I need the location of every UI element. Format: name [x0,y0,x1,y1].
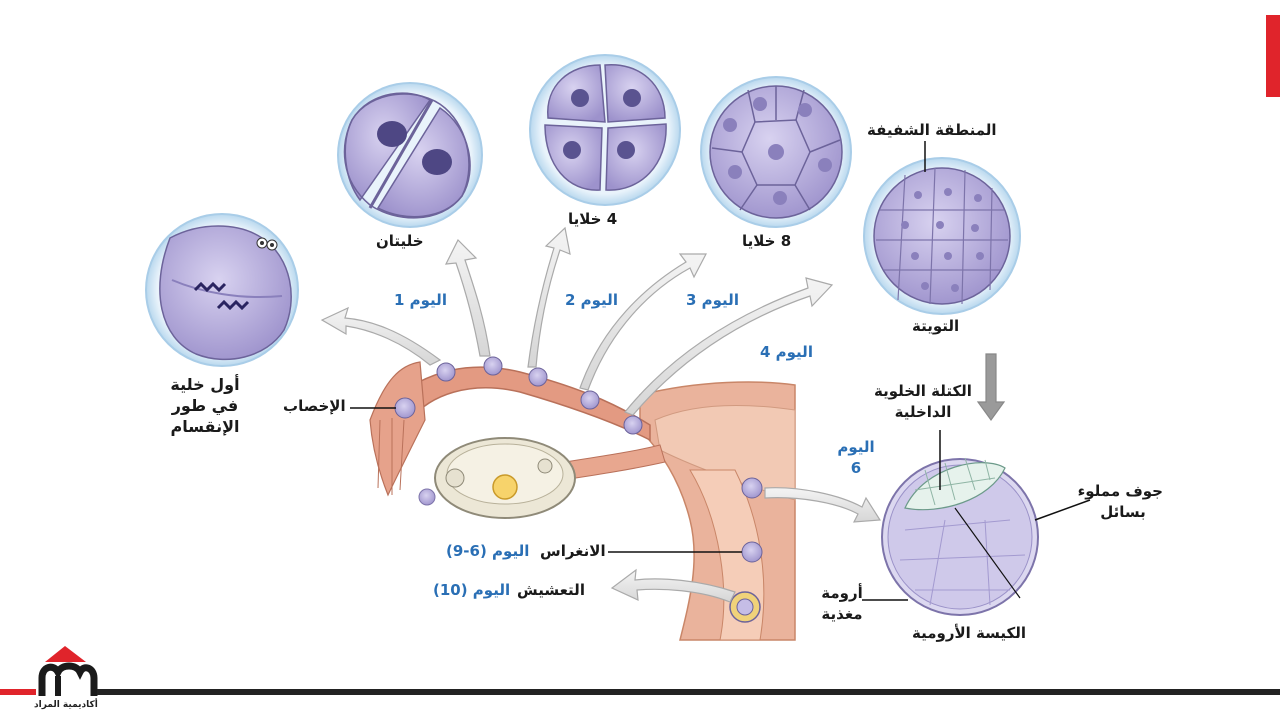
label-cavity: جوف مملوء بسائل [1077,481,1163,523]
label-first-cell: أول خلية في طور الإنقسام [160,374,250,437]
eight-cell-stage [700,76,852,228]
label-day2: اليوم 2 [565,291,618,309]
implanted-embryo [729,591,761,623]
label-inner-mass: الكتلة الخلوية الداخلية [868,381,978,423]
four-cell-stage [529,54,681,206]
label-day1: اليوم 1 [394,291,447,309]
oocyte-small [418,488,436,506]
two-cell-stage [337,82,483,228]
label-trophoblast-line2: مغذية [821,605,863,623]
tube-embryos [394,356,763,563]
footer-red-accent [0,689,36,695]
label-fertilization: الإخصاب [283,397,346,415]
label-eight-cells: 8 خلايا [742,232,792,250]
label-blastocyst: الكيسة الأرومية [912,624,1026,642]
label-inner-mass-line2: الداخلية [894,403,952,421]
label-inner-mass-line1: الكتلة الخلوية [874,382,972,400]
label-first-cell-line2: في طور [171,396,239,415]
label-nesting-day: اليوم (10) [433,581,511,599]
morula [863,141,1021,315]
label-implantation-day: اليوم (6-9) [446,542,530,560]
label-implantation: الانغراس [540,542,606,560]
academy-logo [38,646,98,696]
label-trophoblast-line1: أرومة [821,584,863,602]
label-day6-line1: اليوم [837,438,875,456]
label-four-cells: 4 خلايا [568,210,618,228]
logo-text: أكاديمية المراد [34,700,98,710]
stage-arrows [320,226,1006,603]
label-day6-line2: 6 [850,459,862,477]
label-two-cells: خليتان [376,232,424,250]
zygote-cell [145,213,299,367]
label-day6: اليوم 6 [836,437,876,479]
label-cavity-line1: جوف مملوء [1077,482,1163,500]
label-first-cell-line3: الإنقسام [170,417,240,436]
ovary [434,437,576,519]
footer-rule [97,689,1280,695]
leader-lines [350,407,742,553]
label-day4: اليوم 4 [760,343,813,361]
label-nesting: التعشيش [517,581,585,599]
label-zona: المنطقة الشفيفة [867,121,997,139]
label-first-cell-line1: أول خلية [170,375,240,394]
blastocyst [862,430,1091,616]
label-morula: التويتة [912,317,960,335]
label-cavity-line2: بسائل [1100,503,1146,521]
label-day3: اليوم 3 [686,291,739,309]
red-corner-tab [1266,15,1280,97]
label-trophoblast: أرومة مغذية [812,583,872,625]
